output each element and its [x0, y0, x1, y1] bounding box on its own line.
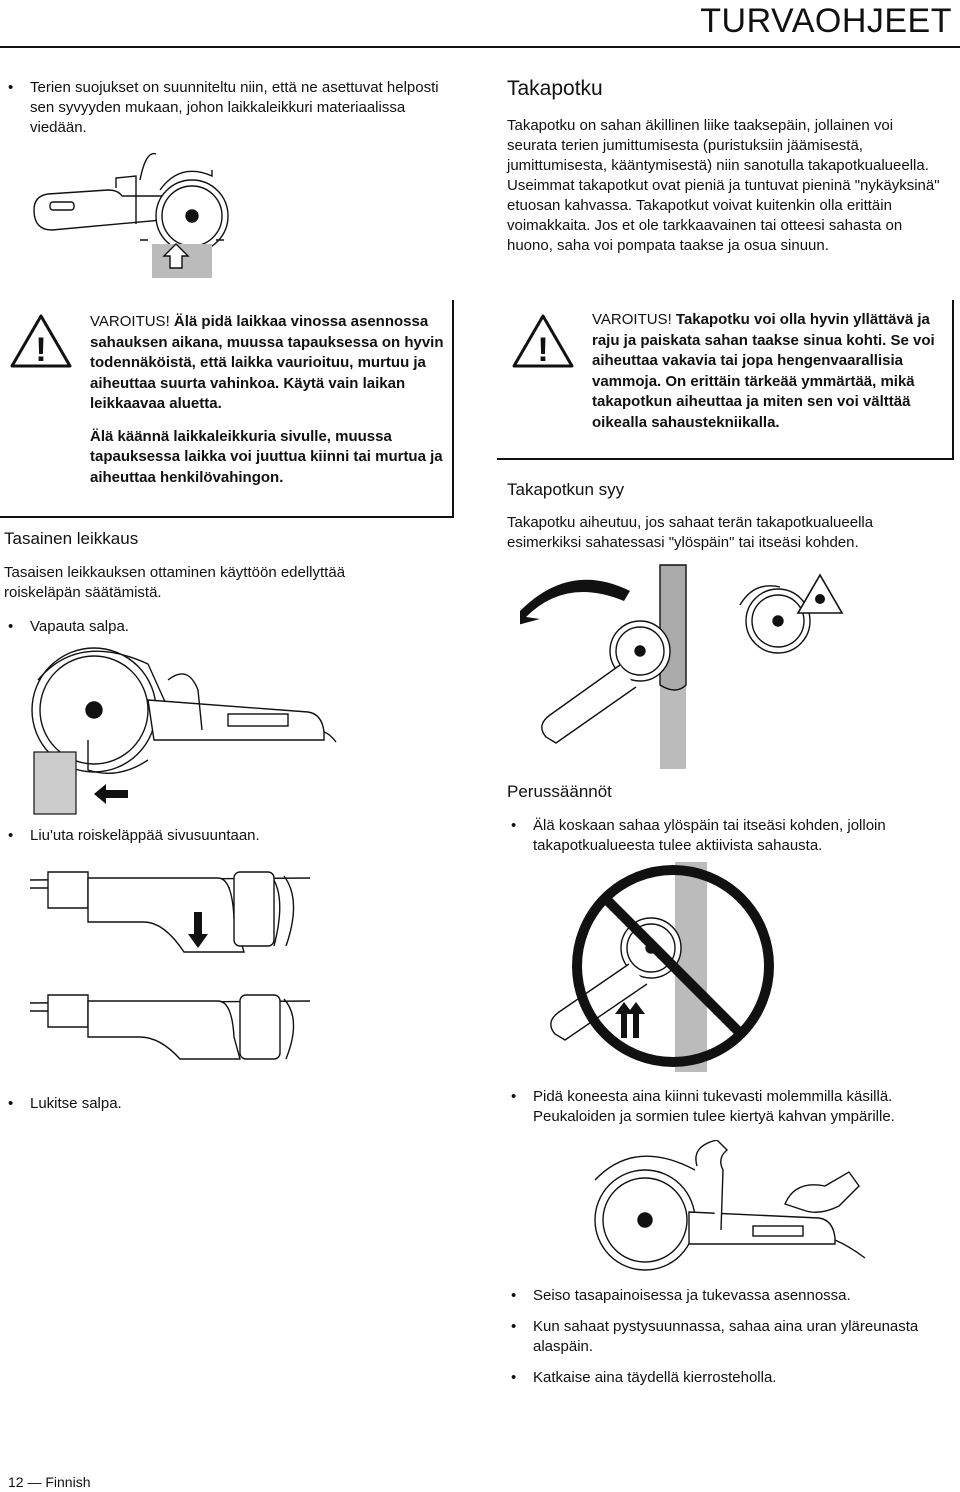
bullet-release: • Vapauta salpa. [8, 618, 129, 635]
warning-text-1: VAROITUS! Älä pidä laikkaa vinossa asenn… [90, 313, 444, 486]
page-header: TURVAOHJEET [0, 0, 960, 50]
bullet-lock: • Lukitse salpa. [8, 1095, 122, 1112]
warning-triangle-icon: ! [10, 314, 72, 368]
bullet-grip: • Pidä koneesta aina kiinni tukevasti mo… [511, 1088, 895, 1125]
svg-text:!: ! [35, 331, 46, 368]
bullet-vertical: • Kun sahaat pystysuunnassa, sahaa aina … [511, 1318, 919, 1355]
bullet-stance: • Seiso tasapainoisessa ja tukevassa ase… [511, 1287, 851, 1304]
svg-text:!: ! [537, 331, 548, 368]
no-upward-cut-figure [550, 862, 774, 1072]
footer-dash: — [27, 1474, 42, 1490]
page-title: TURVAOHJEET [700, 2, 952, 40]
page-number: 12 [8, 1474, 24, 1490]
footer-language: Finnish [45, 1474, 91, 1490]
kickback-zone-figure [520, 564, 844, 769]
bullet-flap: • Liu'uta roiskeläppää sivusuuntaan. [8, 827, 260, 844]
page-footer: 12 — Finnish [8, 1474, 91, 1490]
bullet-never-upwards: • Älä koskaan sahaa ylöspäin tai itseäsi… [511, 817, 886, 854]
cause-text: Takapotku aiheutuu, jos sahaat terän tak… [507, 514, 874, 551]
cause-heading: Takapotkun syy [507, 480, 625, 499]
warning-box-1 [0, 300, 454, 518]
splash-flap-moved-figure [29, 994, 311, 1060]
kickback-text: Takapotku on sahan äkillinen liike taaks… [507, 117, 940, 254]
bullet-full-speed: • Katkaise aina täydellä kierrosteholla. [511, 1369, 777, 1386]
flat-cut-intro: Tasaisen leikkauksen ottaminen käyttöön … [4, 564, 346, 601]
kickback-heading: Takapotku [507, 77, 603, 100]
header-rule [0, 46, 960, 48]
flat-cut-heading: Tasainen leikkaus [4, 529, 139, 548]
release-latch-figure [31, 647, 337, 815]
saw-guard-figure [33, 152, 229, 278]
splash-flap-slide-figure [29, 871, 311, 953]
two-hand-grip-figure [594, 1140, 866, 1271]
basics-heading: Perussäännöt [507, 782, 612, 801]
bullet-guards: • Terien suojukset on suunniteltu niin, … [8, 79, 439, 136]
warning-text-2: VAROITUS! Takapotku voi olla hyvin yllät… [592, 311, 935, 431]
warning-box-2 [497, 300, 954, 460]
warning-triangle-icon-2: ! [512, 314, 574, 368]
